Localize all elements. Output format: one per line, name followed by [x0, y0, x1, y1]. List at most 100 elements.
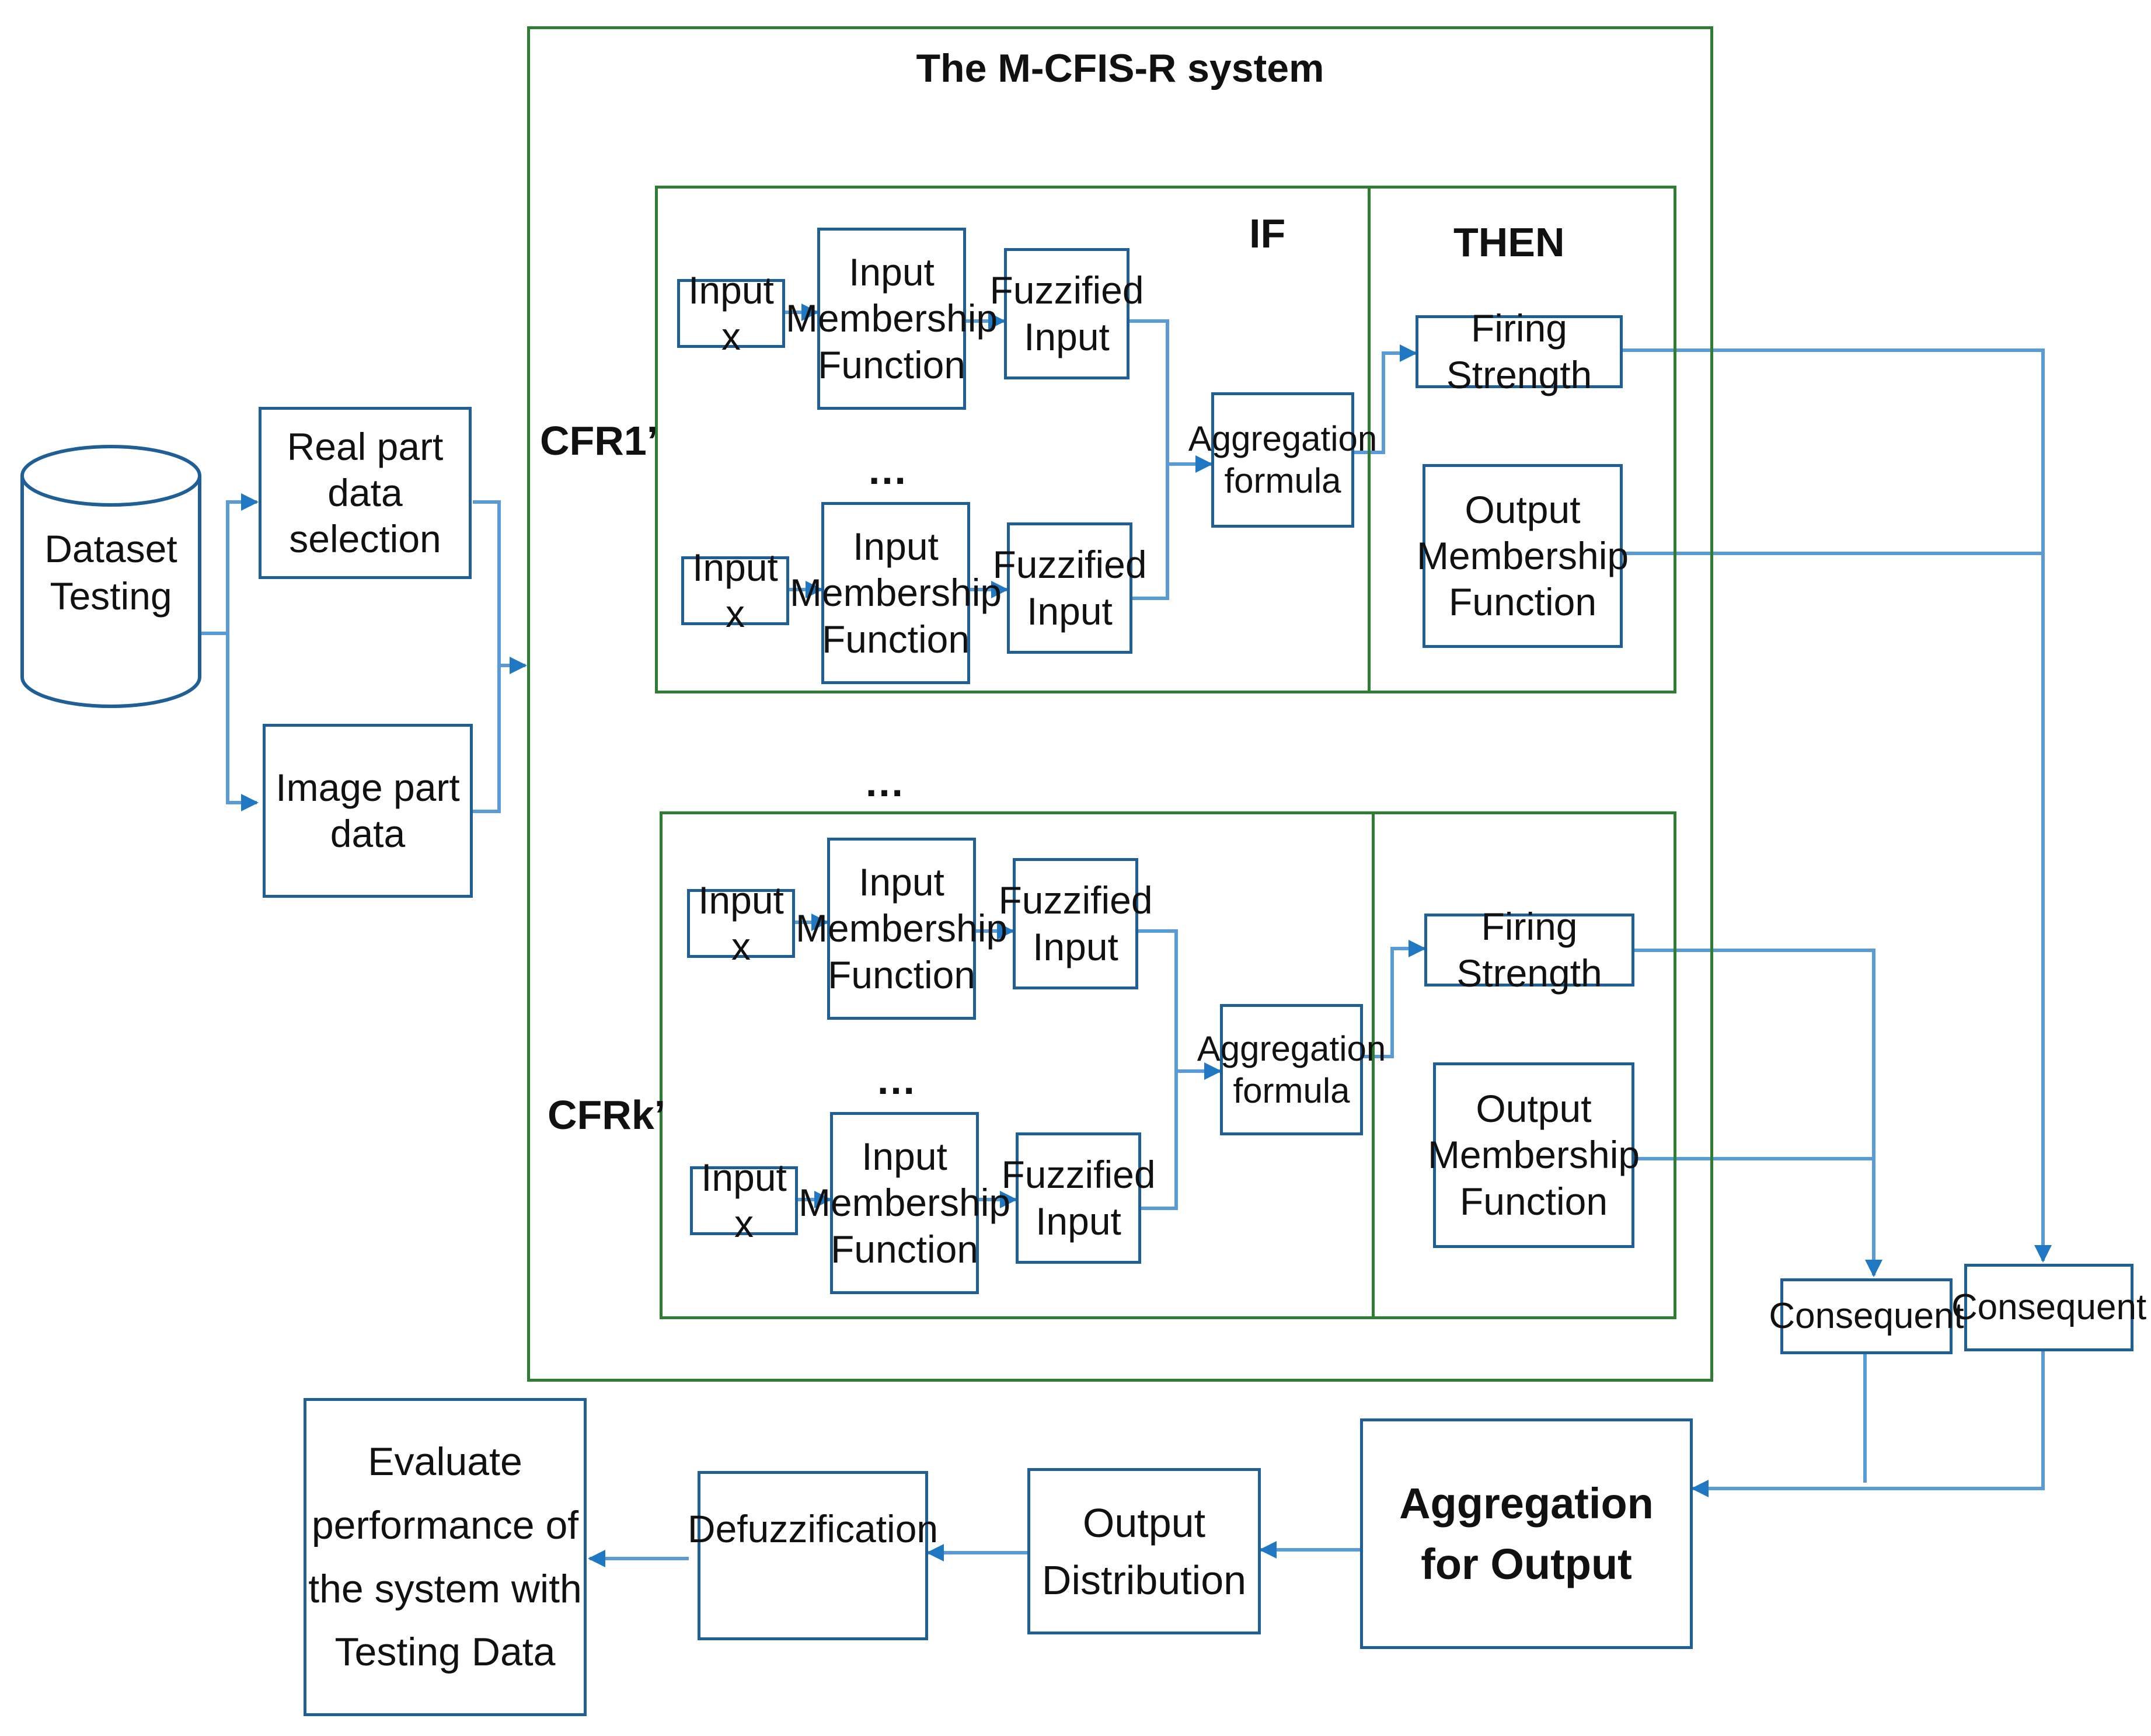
rk-fuzz2-line2: Input — [1036, 1199, 1121, 1243]
consequent-1-label: Consequent — [1769, 1295, 1964, 1336]
agg-out-line2: for Output — [1421, 1539, 1632, 1588]
aggregation-for-output: Aggregation for Output — [1360, 1418, 1693, 1649]
eval-line1: Evaluate — [368, 1439, 522, 1484]
rules-ellipsis: … — [864, 759, 908, 805]
rk-imf2-line3: Function — [830, 1227, 979, 1271]
image-part-line1: Image part — [276, 765, 460, 809]
cfr1-label: CFR1’ — [540, 418, 658, 463]
r1-fuzz2-agg — [1132, 464, 1169, 600]
r1-input-mf-2: Input Membership Function — [790, 502, 1002, 684]
rk-agg-line1: Aggregation — [1197, 1029, 1386, 1068]
evaluate-performance: Evaluate performance of the system with … — [304, 1398, 587, 1716]
rk-firing-strength: Firing Strength — [1424, 905, 1634, 995]
eval-line3: the system with — [308, 1566, 582, 1611]
system-title: The M-CFIS-R system — [916, 46, 1324, 90]
dataset-label: Dataset Testing — [18, 525, 204, 619]
image-part-line2: data — [330, 812, 406, 855]
real-part-box: Real part data selection — [259, 407, 472, 579]
rk-fuzzified-2: Fuzzified Input — [1001, 1132, 1156, 1264]
rk-output-mf: Output Membership Function — [1428, 1062, 1640, 1248]
cfrk-label: CFRk’ — [548, 1092, 666, 1138]
rk-input-x-1-label: Input x — [698, 878, 784, 968]
r1-fuzzified-1: Fuzzified Input — [989, 248, 1144, 379]
r1-fuzz1-line1: Fuzzified — [989, 269, 1144, 312]
r1-imf2-line3: Function — [821, 617, 970, 661]
real-part-line2: data selection — [289, 470, 441, 561]
r1-imf2-line2: Membership — [789, 571, 1002, 615]
eval-line2: performance of — [311, 1503, 579, 1547]
rk-omf-line3: Function — [1459, 1179, 1608, 1223]
r1-omf-line2: Membership — [1416, 534, 1629, 577]
rk-fuzz2-agg — [1141, 1071, 1178, 1210]
r1-input-x-2-label: Input x — [692, 545, 778, 635]
link-dataset-image — [198, 632, 259, 811]
r1-fuzz1-agg — [1129, 319, 1213, 473]
then-label: THEN — [1453, 219, 1565, 265]
dataset-cylinder-icon — [20, 445, 201, 708]
rk-firing-consequent — [1634, 949, 1882, 1277]
r1-fuzz1-line2: Input — [1024, 315, 1110, 358]
rk-agg-line2: formula — [1233, 1071, 1350, 1110]
link-real-system — [473, 500, 501, 813]
r1-firing-strength: Firing Strength — [1416, 306, 1623, 396]
r1-imf1-line2: Membership — [785, 297, 998, 340]
rule1-divider — [1368, 186, 1371, 693]
rk-input-x-2-label: Input x — [701, 1155, 787, 1245]
consequent-2-label: Consequent — [1951, 1287, 2147, 1327]
rk-omf-line1: Output — [1476, 1087, 1592, 1131]
real-part-line1: Real part — [287, 424, 444, 468]
consequent-1: Consequent — [1769, 1278, 1964, 1354]
consequent-2: Consequent — [1951, 1264, 2146, 1351]
rule1-container — [655, 186, 1676, 693]
rk-fuzz1-line1: Fuzzified — [998, 879, 1153, 922]
output-distribution: Output Distribution — [1027, 1468, 1261, 1634]
r1-fuzz2-line1: Fuzzified — [992, 543, 1147, 587]
rk-omf-line2: Membership — [1427, 1133, 1640, 1177]
r1-imf1-line3: Function — [817, 343, 966, 386]
rk-firing-label: Firing Strength — [1456, 905, 1602, 995]
out-dist-line2: Distribution — [1041, 1557, 1247, 1603]
image-part-box: Image part data — [263, 724, 473, 898]
rule1-ellipsis: … — [867, 447, 911, 493]
consequent2-aggregation — [1691, 1351, 2045, 1497]
rk-imf1-line1: Input — [859, 860, 944, 904]
r1-firing-consequent — [1623, 348, 2052, 1263]
rk-agg-firing — [1363, 940, 1426, 1058]
if-label: IF — [1249, 211, 1286, 256]
r1-omf-line3: Function — [1448, 580, 1597, 624]
rk-fuzzified-1: Fuzzified Input — [998, 858, 1153, 989]
r1-input-x-1-label: Input x — [688, 268, 774, 358]
r1-aggregation-formula: Aggregation formula — [1188, 392, 1377, 528]
rk-input-mf-2: Input Membership Function — [799, 1112, 1010, 1294]
rk-aggregation-formula: Aggregation formula — [1197, 1004, 1386, 1135]
r1-fuzz2-line2: Input — [1027, 589, 1113, 633]
r1-omf-line1: Output — [1465, 487, 1581, 531]
r1-input-mf-1: Input Membership Function — [786, 228, 998, 410]
rk-imf1-line2: Membership — [795, 907, 1008, 950]
defuzzification: Defuzzification — [688, 1471, 938, 1640]
system-container — [527, 26, 1713, 1382]
defuzz-label: Defuzzification — [687, 1507, 939, 1550]
r1-agg-line1: Aggregation — [1188, 419, 1378, 458]
rulek-divider — [1372, 811, 1375, 1319]
r1-imf2-line1: Input — [853, 525, 939, 569]
r1-agg-line2: formula — [1224, 461, 1341, 500]
dataset-label-line2: Testing — [50, 574, 172, 618]
r1-fuzzified-2: Fuzzified Input — [992, 522, 1147, 654]
rk-imf2-line1: Input — [862, 1135, 947, 1179]
rk-input-mf-1: Input Membership Function — [796, 838, 1007, 1020]
r1-imf1-line1: Input — [849, 250, 935, 294]
agg-out-line1: Aggregation — [1399, 1479, 1654, 1528]
rk-imf1-line3: Function — [827, 953, 976, 996]
r1-input-x-2: Input x — [681, 546, 789, 635]
rk-input-x-2: Input x — [690, 1156, 798, 1245]
rk-fuzz1-agg — [1138, 929, 1222, 1080]
rulek-container — [660, 811, 1676, 1319]
r1-output-mf: Output Membership Function — [1417, 464, 1629, 648]
rk-fuzz2-line1: Fuzzified — [1001, 1153, 1156, 1197]
r1-input-x-1: Input x — [677, 269, 785, 358]
out-dist-line1: Output — [1082, 1500, 1206, 1546]
eval-line4: Testing Data — [334, 1630, 556, 1675]
rulek-ellipsis: … — [876, 1057, 920, 1103]
rk-fuzz1-line2: Input — [1033, 925, 1118, 968]
